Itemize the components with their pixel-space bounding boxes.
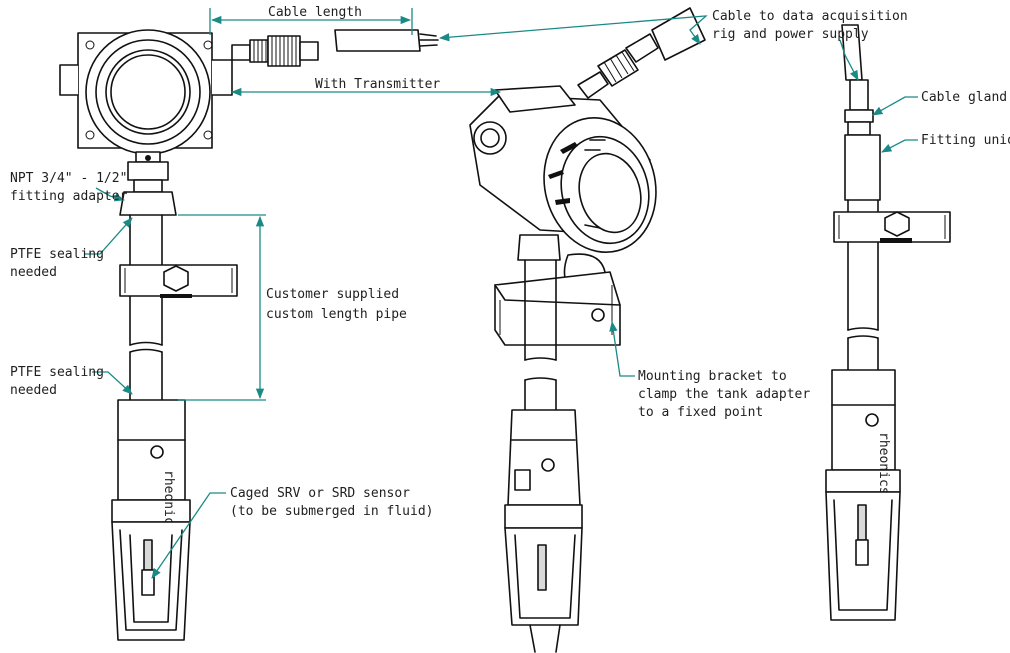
fitting-adapter-left — [119, 161, 177, 216]
cable-left — [334, 29, 439, 52]
transmitter-housing-left — [59, 29, 233, 163]
cable-gland-left — [231, 35, 319, 67]
mounting-bracket-right — [833, 211, 951, 243]
pipe-left — [129, 214, 163, 401]
fitting-union-callout: Fitting union — [881, 133, 1010, 153]
label-fitting-union: Fitting union — [921, 133, 1010, 148]
label-sensor-2: (to be submerged in fluid) — [230, 504, 434, 519]
mounting-bracket-callout: Mounting bracket to clamp the tank adapt… — [609, 320, 810, 420]
mounting-bracket-left — [119, 264, 238, 298]
npt-adapter-callout: NPT 3/4" - 1/2" fitting adapter — [10, 171, 128, 204]
brand-mark-right: rheonics — [876, 432, 891, 495]
right-assembly: rheonics — [825, 24, 951, 621]
label-customer-pipe-2: custom length pipe — [266, 307, 407, 322]
label-mounting-2: clamp the tank adapter — [638, 387, 810, 402]
mounting-bracket-center — [494, 271, 621, 346]
label-ptfe-bottom-1: PTFE sealing — [10, 365, 104, 380]
label-mounting-1: Mounting bracket to — [638, 369, 787, 384]
label-ptfe-top-1: PTFE sealing — [10, 247, 104, 262]
sensor-callout: Caged SRV or SRD sensor (to be submerged… — [151, 486, 434, 579]
ptfe-bottom-callout: PTFE sealing needed — [10, 365, 133, 398]
label-npt-2: fitting adapter — [10, 189, 128, 204]
cable-length-dimension: Cable length — [209, 5, 413, 35]
label-cable-daq-1: Cable to data acquisition — [712, 9, 908, 24]
sensor-body-right: rheonics — [825, 369, 901, 495]
sensor-body-center — [504, 409, 583, 529]
label-sensor-1: Caged SRV or SRD sensor — [230, 486, 410, 501]
cable-gland-center — [577, 7, 706, 99]
center-assembly — [469, 7, 706, 653]
label-customer-pipe-1: Customer supplied — [266, 287, 399, 302]
sensor-cage-right — [825, 491, 901, 621]
label-mounting-3: to a fixed point — [638, 405, 763, 420]
sensor-body-left: rheonics — [111, 399, 191, 533]
ptfe-top-callout: PTFE sealing needed — [10, 217, 133, 280]
label-npt-1: NPT 3/4" - 1/2" — [10, 171, 127, 186]
left-assembly: rheonics — [59, 29, 439, 641]
fitting-union-right — [844, 134, 881, 201]
pipe-center — [524, 259, 557, 411]
label-cable-gland: Cable gland — [921, 90, 1007, 105]
transmitter-housing-center — [469, 85, 657, 254]
brand-mark-left: rheonics — [161, 470, 176, 533]
label-ptfe-top-2: needed — [10, 265, 57, 280]
label-ptfe-bottom-2: needed — [10, 383, 57, 398]
with-transmitter-callout: With Transmitter — [230, 77, 502, 97]
label-cable-length: Cable length — [268, 5, 362, 20]
cable-gland-callout: Cable gland — [872, 90, 1007, 116]
cable-gland-right — [844, 79, 874, 136]
cable-to-daq-callout: Cable to data acquisition rig and power … — [438, 9, 908, 81]
customer-pipe-dimension: Customer supplied custom length pipe — [178, 214, 407, 401]
sensor-cage-center — [504, 527, 583, 653]
label-with-transmitter: With Transmitter — [315, 77, 440, 92]
label-cable-daq-2: rig and power supply — [712, 27, 869, 42]
